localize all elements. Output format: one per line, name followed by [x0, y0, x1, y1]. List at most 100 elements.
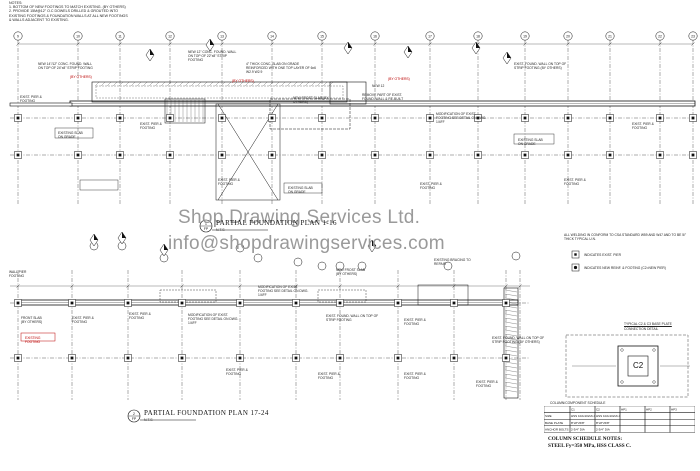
grid-bubble-label: 16: [373, 35, 377, 39]
dimension-tick: [270, 42, 274, 46]
schedule-cell: [644, 418, 671, 426]
new-12-box: [329, 81, 367, 105]
hatch: [238, 81, 244, 87]
grid-bubble-label: 19: [523, 35, 527, 39]
pier-core: [566, 116, 570, 120]
column-notes-title: COLUMN SCHEDULE NOTES:: [548, 436, 623, 442]
grid-bubble: [357, 261, 367, 271]
pier-core: [220, 116, 224, 120]
detail-column-label: C2: [633, 361, 644, 370]
hatch: [274, 81, 280, 87]
grid-bubble: [563, 31, 573, 41]
schedule-cell: [669, 412, 696, 420]
pier-core: [168, 116, 172, 120]
end-wall-hatch: [504, 313, 518, 317]
hatch: [328, 81, 334, 87]
label-exist-pier-3: EXIST. PIER & FOOTING: [218, 178, 240, 186]
schedule-cell-text: SIZE: [545, 414, 552, 418]
pier-core: [294, 301, 298, 305]
hatch: [196, 81, 202, 87]
dimension-tick: [180, 284, 184, 288]
end-wall-hatch: [504, 373, 518, 377]
hatch: [280, 81, 286, 87]
pier-core: [180, 356, 184, 360]
dimension-tick: [238, 284, 242, 288]
label-p2-pier-1: EXIST. PIER & FOOTING: [72, 316, 94, 324]
label-p2-found-wall: EXIST. FOUND. WALL ON TOP OF STRIP FOOTI…: [326, 314, 379, 322]
hatch: [178, 81, 184, 87]
brace-frame: [215, 103, 281, 201]
label-slab-on-grade-3: EXISTING SLAB ON GRADE: [518, 138, 543, 146]
end-wall-hatch: [504, 289, 518, 293]
schedule-cell-text: 2-3/4" DIA: [596, 427, 610, 431]
new-footing-outline: [95, 85, 344, 99]
grid-bubble-label: 18: [476, 35, 480, 39]
pier-core: [238, 301, 242, 305]
pier-core: [294, 356, 298, 360]
new-wall-area: [91, 81, 348, 103]
schedule-title: COLUMN/COMPONENT SCHEDULE: [550, 401, 606, 405]
schedule-cell: [669, 425, 696, 433]
dimension-tick: [523, 42, 527, 46]
label-exist-found-wall-1: EXIST. FOUND. WALL ON TOP OF STRIP FOOTI…: [514, 62, 567, 70]
grid-bubble: [317, 31, 327, 41]
grid-bubble-label: 21: [608, 35, 612, 39]
pier-core: [452, 301, 456, 305]
label-exist-pier-1: EXIST. PIER & FOOTING: [20, 95, 42, 103]
pier-core: [691, 153, 695, 157]
label-p2-pier-3: EXIST. PIER & FOOTING: [404, 318, 426, 326]
label-slab-on-grade-1: EXISTING SLAB ON GRADE: [58, 131, 83, 139]
grid-bubble: [253, 253, 263, 263]
pier-core: [476, 116, 480, 120]
hatch: [160, 81, 166, 87]
label-front-slab: FRONT SLAB (BY OTHERS): [21, 316, 43, 324]
dimension-tick: [504, 284, 508, 288]
note-1: 1. BOTTOM OF NEW FOOTINGS TO MATCH EXIST…: [9, 5, 126, 10]
note-2: 2. PROVIDE 15M@12" O.C DOWELS DRILLED & …: [9, 9, 128, 22]
label-exist-pier-4: EXIST. PIER & FOOTING: [420, 182, 442, 190]
grid-bubble: [293, 257, 303, 267]
label-new-12: NEW 12: [372, 84, 385, 88]
label-p2-frost-slab: NEW FROST SLAB (BY OTHERS): [336, 268, 366, 276]
grid-bubble: [165, 31, 175, 41]
grid-bubble: [73, 31, 83, 41]
pier-core: [16, 356, 20, 360]
hatch: [214, 81, 220, 87]
hatch: [208, 81, 214, 87]
hatch: [112, 81, 118, 87]
hatch: [220, 81, 226, 87]
label-p2-existing-footing: EXISTING FOOTING: [25, 336, 41, 344]
hatch: [148, 81, 154, 87]
schedule-cell-text: HP3: [671, 408, 677, 412]
legend-new-core: [573, 265, 578, 270]
hatch: [190, 81, 196, 87]
title-bubble-text: 1: [205, 222, 207, 226]
end-wall-hatch: [504, 377, 518, 381]
grid-bubble: [443, 261, 453, 271]
hatch: [118, 81, 124, 87]
hatch: [322, 81, 328, 87]
pier-core: [126, 356, 130, 360]
section-marker-fill: [164, 244, 168, 250]
end-wall-hatch: [504, 297, 518, 301]
dimension-tick: [428, 42, 432, 46]
schedule-cell-text: 8"x8"x5/8": [596, 421, 610, 425]
hatch: [100, 81, 106, 87]
pier-core: [118, 116, 122, 120]
pier-core: [270, 116, 274, 120]
label-p2-pier-7: EXIST. PIER & FOOTING: [476, 380, 498, 388]
dimension-tick: [373, 42, 377, 46]
pier-core: [658, 116, 662, 120]
slab-tag: [283, 182, 323, 194]
schedule-cell-text: HSS 102x102x6.4: [571, 414, 596, 418]
schedule-cell-text: HSS 102x102x6.4: [596, 414, 621, 418]
end-wall-hatch: [504, 309, 518, 313]
grid-bubble: [317, 261, 327, 271]
dimension-tick: [220, 42, 224, 46]
pier-core: [270, 153, 274, 157]
grid-bubble-label: 9: [17, 35, 19, 39]
dimension-tick: [70, 284, 74, 288]
schedule-cell-text: C1: [571, 408, 575, 412]
pier-core: [76, 116, 80, 120]
pier-core: [476, 153, 480, 157]
